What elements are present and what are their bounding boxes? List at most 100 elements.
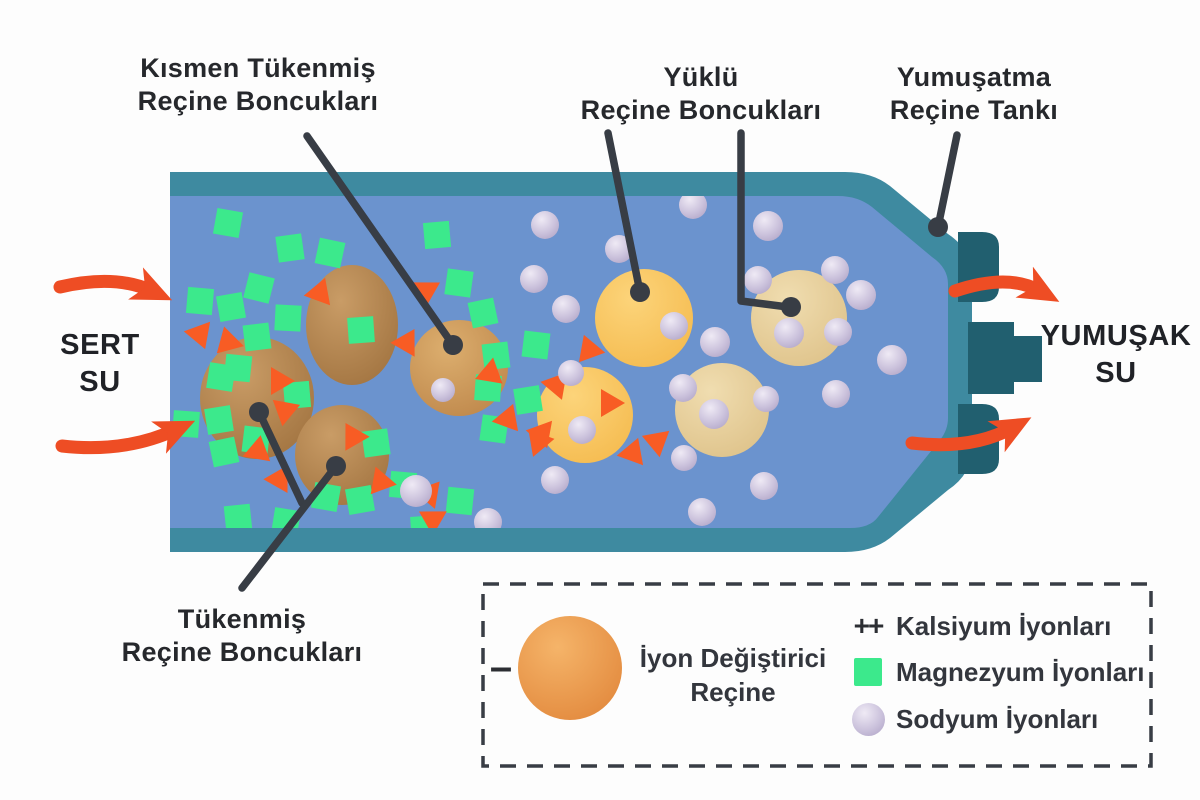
calcium-ion [390,329,415,357]
calcium-ion [578,334,606,363]
magnesium-ion [208,436,240,468]
calcium-ion [263,465,288,493]
callout-line: Yüklü [663,62,739,92]
magnesium-ion [513,385,543,415]
sodium-ion [753,211,783,241]
sodium-sphere-icon-cell [845,702,891,736]
calcium-ion [412,282,440,307]
sodium-ion [671,445,697,471]
calcium-ion [303,277,331,306]
green-square-icon [854,658,882,686]
sodium-ion [552,295,580,323]
calcium-ion [370,466,397,495]
magnesium-square-icon [845,658,891,686]
sodium-ion [400,475,432,507]
legend-label-calcium: Kalsiyum İyonları [896,610,1112,641]
legend-label-magnesium: Magnezyum İyonları [896,656,1145,687]
pointer-line [303,132,457,349]
sodium-ion [744,266,772,294]
calcium-ion [601,389,625,417]
magnesium-ion [445,486,475,516]
legend-minus-symbol: – [489,645,513,689]
sodium-ion [660,312,688,340]
sodium-ion [520,265,548,293]
calcium-ion [641,430,670,458]
callout-line: Reçine Boncukları [580,95,822,125]
calcium-ion [491,403,519,432]
magnesium-ion [282,380,312,410]
sodium-ion [669,374,697,402]
magnesium-ion [422,220,452,250]
sodium-ion [688,498,716,526]
pointer-line [604,129,644,296]
flow-arrow [948,266,1060,302]
hard-water-line: SU [79,366,121,398]
magnesium-ion [185,286,215,316]
sodium-ion [846,280,876,310]
pointer-line [255,408,306,507]
pointer-dot [249,402,269,422]
sodium-ion [821,256,849,284]
magnesium-ion [521,330,551,360]
magnesium-ion [204,405,234,435]
calcium-ion [272,399,301,427]
pointer-dot [781,297,801,317]
pointer-dot [630,282,650,302]
callout-line: Tükenmiş [177,604,307,634]
sodium-ion [750,472,778,500]
calcium-ion [616,437,644,466]
pointer-dot [443,335,463,355]
magnesium-ion [314,237,346,269]
calcium-ion [345,423,370,451]
hard-water-label: SERT SU [60,327,140,401]
sodium-ion [558,360,584,386]
callout-partially-depleted-beads: Kısmen Tükenmiş Reçine Boncukları [138,52,379,118]
callout-charged-beads: Yüklü Reçine Boncukları [581,61,822,127]
magnesium-ion [361,428,391,458]
plus-plus-symbol: ++ [853,610,885,641]
sodium-ion [824,318,852,346]
callout-line: Reçine Boncukları [137,86,379,116]
legend-resin-circle [518,616,622,720]
magnesium-ion [243,272,275,304]
calcium-ion [216,326,244,354]
legend-label-sodium: Sodyum İyonları [896,703,1099,734]
magnesium-ion [275,233,305,263]
legend-box [481,582,1153,768]
magnesium-ion [215,291,247,323]
magnesium-ion [212,207,244,239]
legend-item-calcium: ++ Kalsiyum İyonları [845,606,1112,646]
soft-water-line: SU [1095,357,1137,389]
magnesium-ion [274,304,302,332]
sodium-sphere-icon [851,702,885,736]
pointer-line [238,462,340,592]
soft-water-line: YUMUŞAK [1040,320,1192,352]
calcium-ion [242,435,271,462]
hard-water-line: SERT [60,329,140,361]
calcium-ion [419,511,447,528]
sodium-ion [822,380,850,408]
sodium-ion [541,466,569,494]
callout-line: Reçine Tankı [889,95,1059,125]
pointer-dot [928,217,948,237]
sodium-ion [474,508,502,528]
tank-contents [172,196,907,528]
sodium-ion [699,399,729,429]
magnesium-ion [344,484,376,516]
magnesium-ion [444,268,474,298]
sodium-ion [877,345,907,375]
calcium-ion [271,367,295,395]
sodium-ion [431,378,455,402]
flow-arrow [53,267,173,301]
callout-line: Yumuşatma [896,62,1052,92]
magnesium-ion [242,322,272,352]
legend-item-sodium: Sodyum İyonları [845,699,1098,739]
legend-resin-label: İyon Değiştirici Reçine [640,641,826,709]
legend-resin-line: İyon Değiştirici [639,643,827,673]
callout-line: Kısmen Tükenmiş [140,53,376,83]
resin-bead-yellow [595,269,693,367]
flow-arrow [55,420,196,455]
pointer-dot [326,456,346,476]
